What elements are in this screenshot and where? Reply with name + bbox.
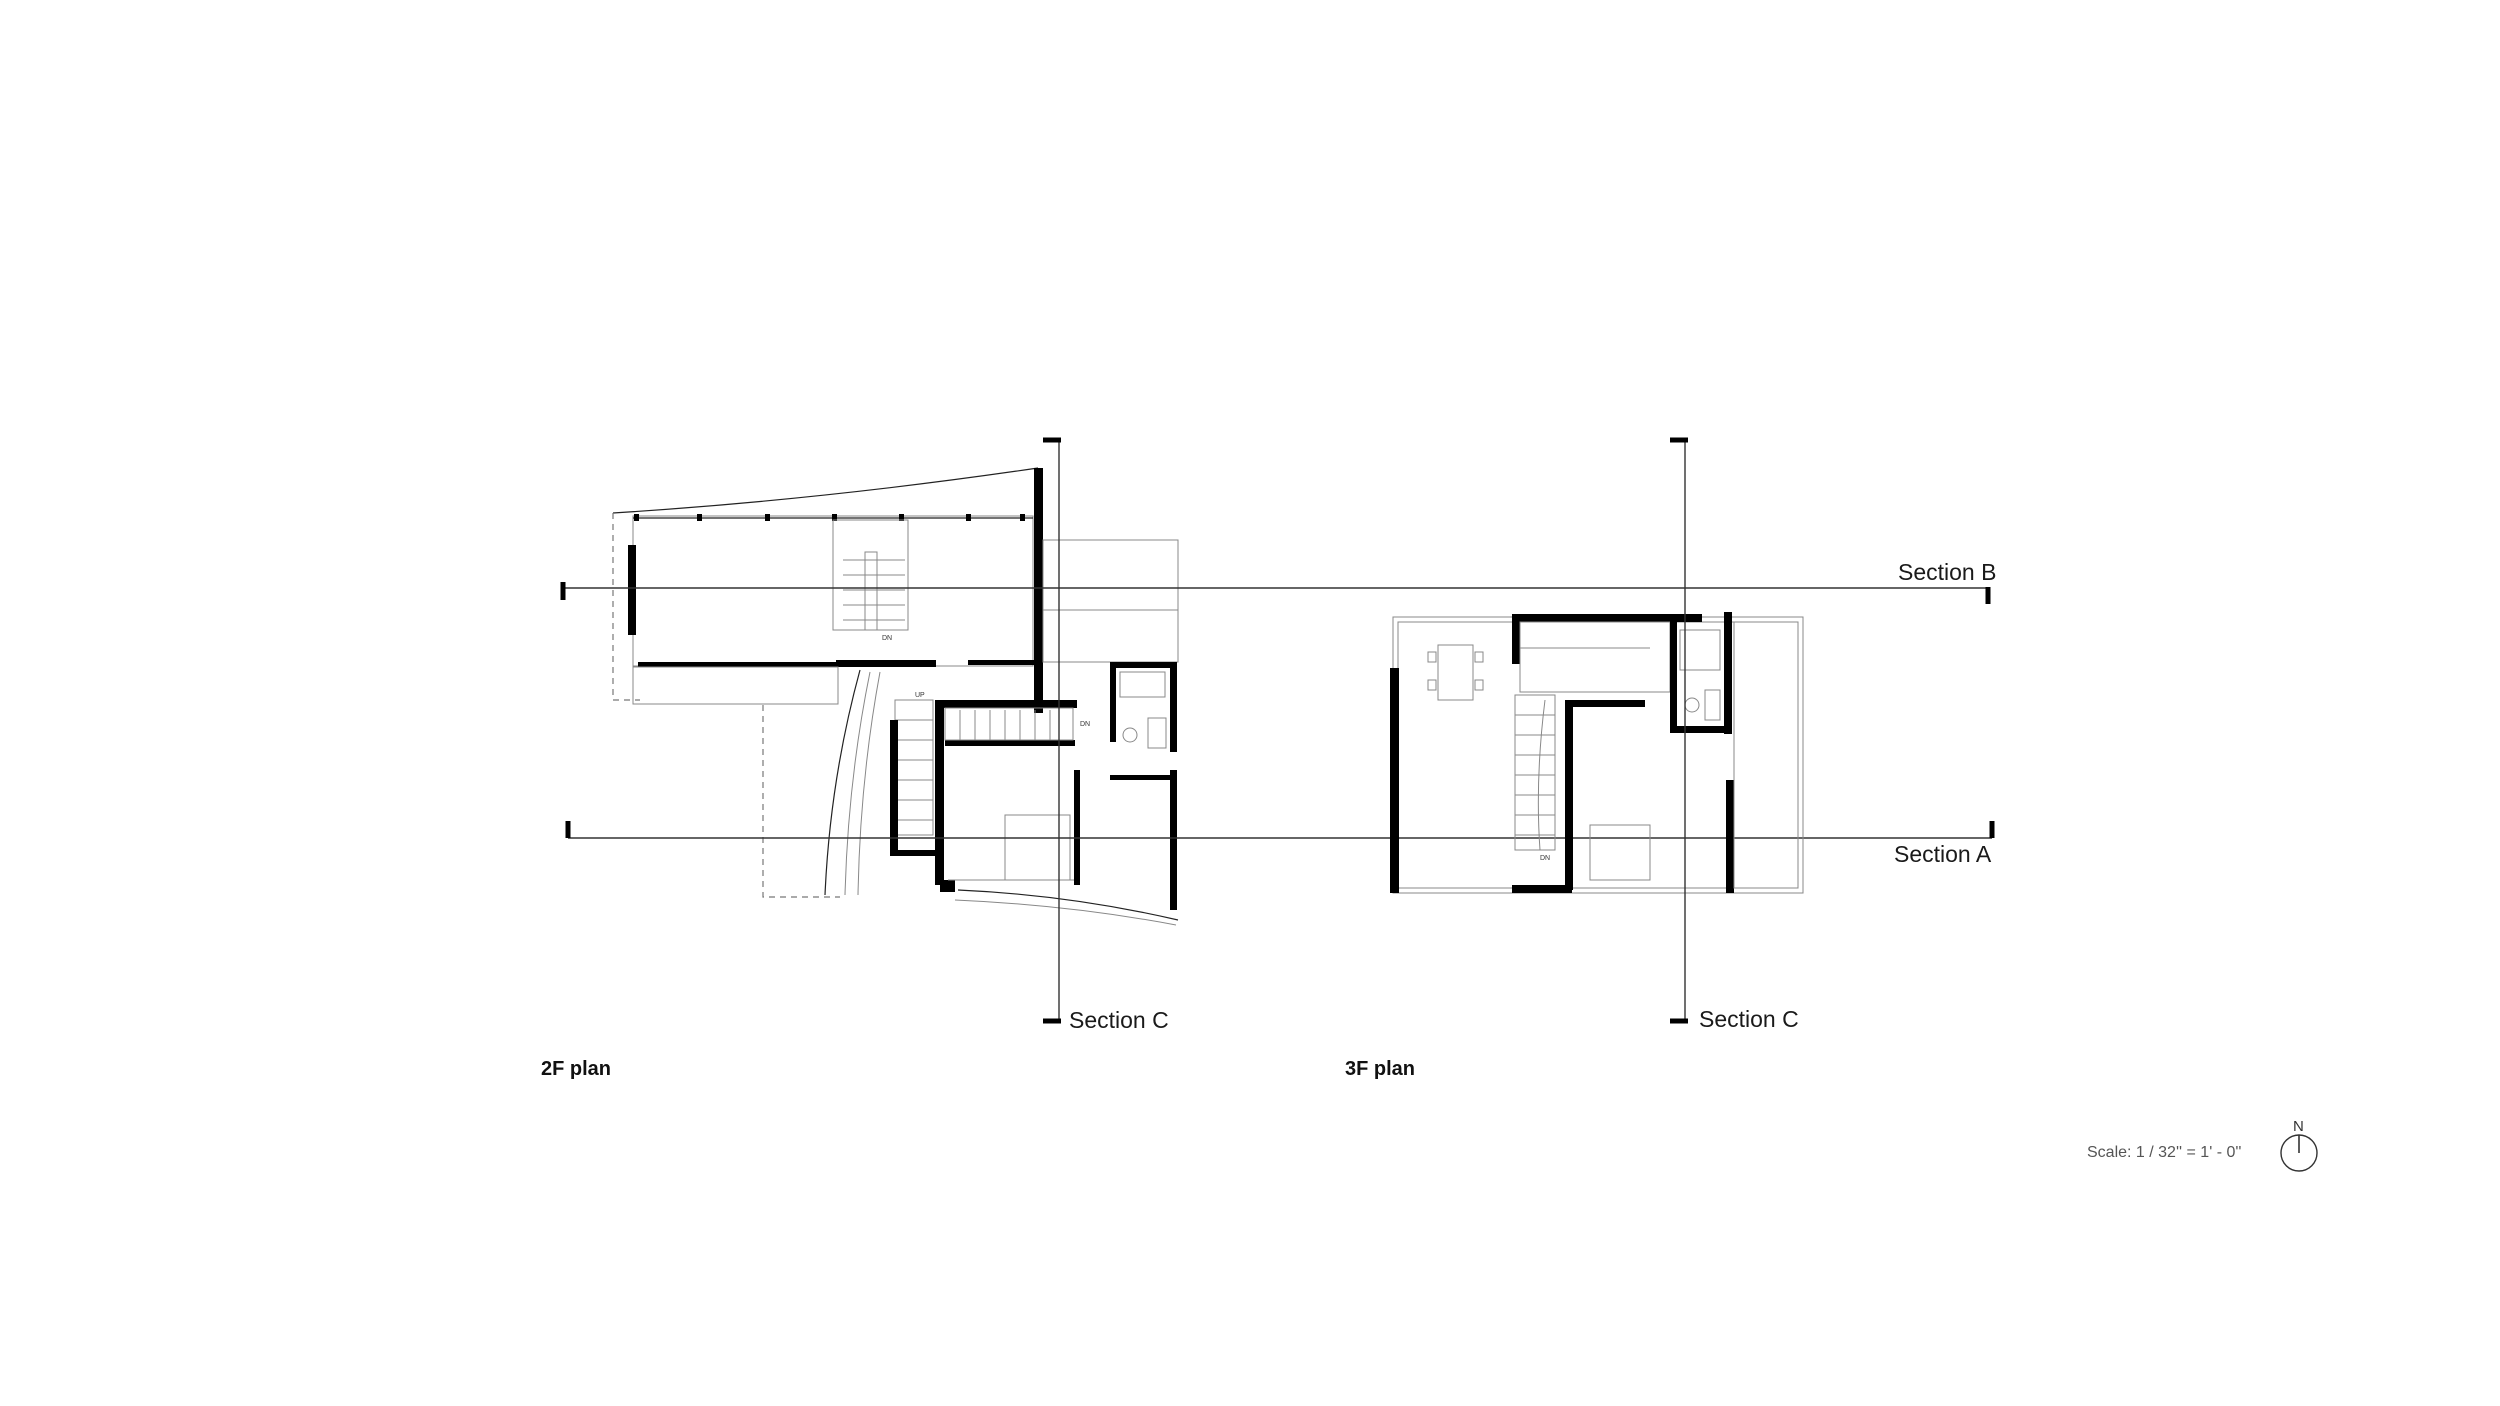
section-c-label-2f: Section C: [1069, 1007, 1169, 1033]
stair-tag-dn-upper: DN: [882, 635, 892, 642]
stair-tag-up: UP: [915, 692, 925, 699]
plan-title-2f: 2F plan: [541, 1058, 611, 1080]
section-lines-2f: [560, 437, 1992, 1024]
column-markers: [634, 514, 1025, 521]
plan-title-3f: 3F plan: [1345, 1058, 1415, 1080]
stair-tag-dn-3f: DN: [1540, 855, 1550, 862]
scale-label: Scale: 1 / 32'' = 1' - 0'': [2087, 1144, 2241, 1161]
north-arrow-icon: N: [2280, 1118, 2318, 1172]
north-label: N: [2293, 1118, 2304, 1135]
section-c-label-3f: Section C: [1699, 1006, 1799, 1032]
stair-tag-dn-central: DN: [1080, 721, 1090, 728]
section-lines-3f: [1670, 437, 1995, 1024]
third-floor-plan: DN: [1390, 612, 1804, 894]
second-floor-plan: DN UP DN: [612, 467, 1179, 926]
section-a-label: Section A: [1894, 841, 1992, 867]
section-b-label: Section B: [1898, 559, 1996, 585]
